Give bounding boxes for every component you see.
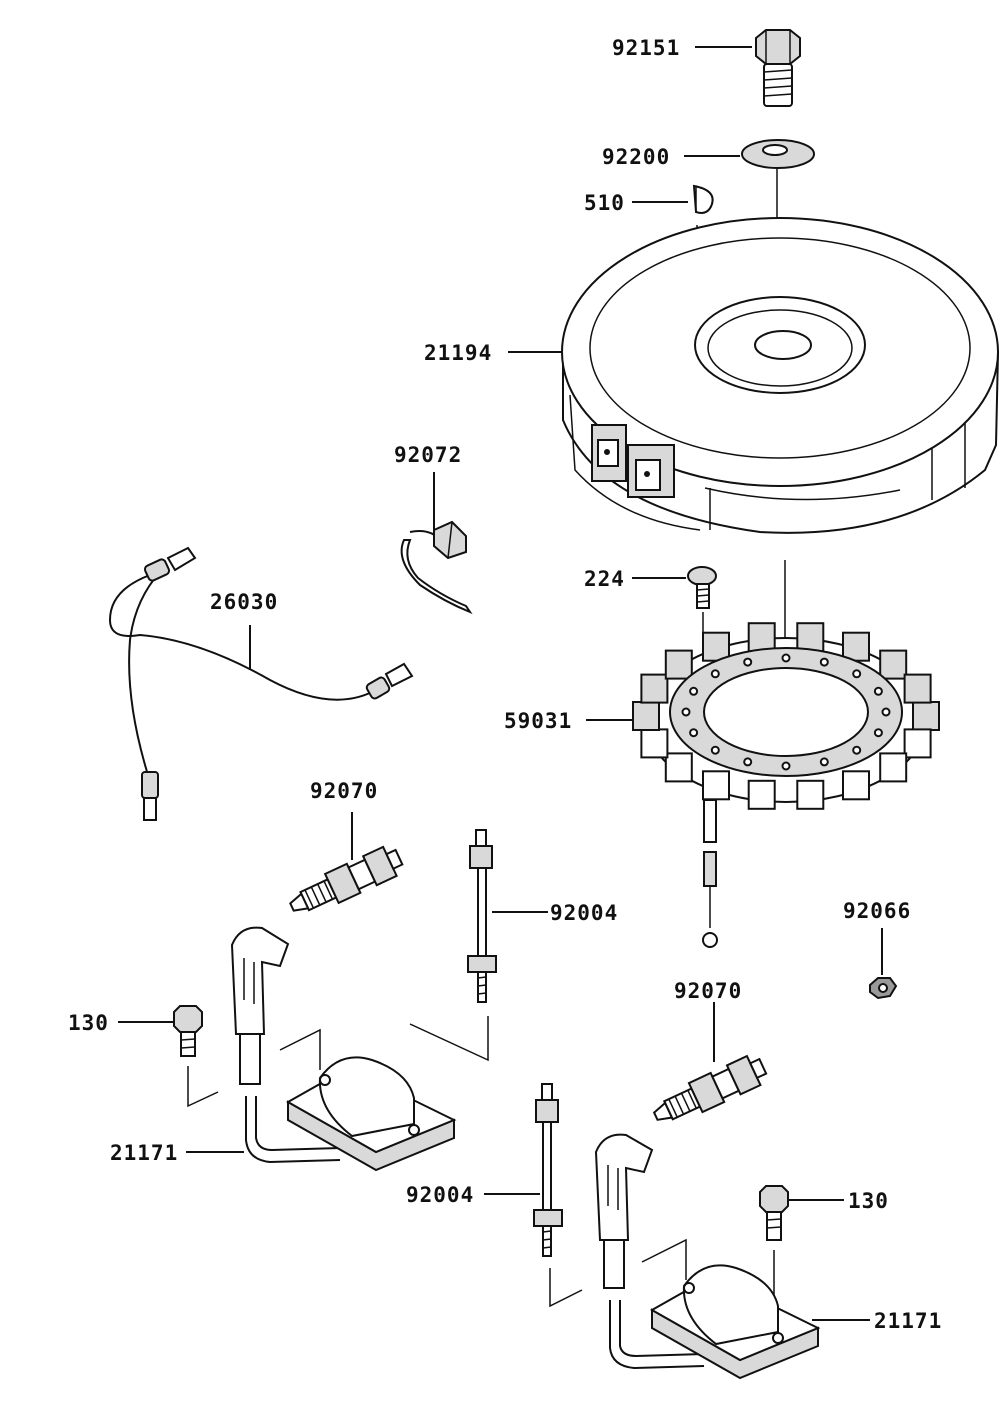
stator-screw	[632, 566, 717, 690]
stator-tooth	[842, 770, 870, 801]
stator-tooth	[664, 649, 693, 680]
flywheel-washer	[684, 139, 815, 169]
part-label-92072: 92072	[394, 443, 462, 467]
stator-hole	[710, 669, 720, 679]
part-label-92004-lower: 92004	[406, 1183, 474, 1207]
flywheel-bolt	[695, 29, 801, 107]
part-label-59031: 59031	[504, 709, 572, 733]
coil-bolt-left	[118, 1005, 219, 1108]
part-label-21171-left: 21171	[110, 1141, 178, 1165]
stator-tooth	[640, 673, 669, 704]
part-label-130-left: 130	[68, 1011, 109, 1035]
part-label-92066: 92066	[843, 899, 911, 923]
stator-hole	[689, 686, 699, 696]
stator-tooth	[664, 752, 693, 783]
stator-tooth	[879, 649, 908, 680]
part-label-510: 510	[584, 191, 625, 215]
stator-hole	[689, 728, 699, 738]
flywheel	[508, 217, 1000, 534]
stator-hole	[743, 757, 753, 767]
stator-tooth	[747, 779, 776, 810]
stator-hole	[881, 707, 891, 717]
stator-hole	[852, 745, 862, 755]
ignition-coil-right	[594, 1133, 870, 1380]
stator-hole	[819, 657, 829, 667]
stator-hole	[781, 761, 791, 771]
stator-hole	[852, 669, 862, 679]
part-label-92070-upper: 92070	[310, 779, 378, 803]
spark-plug-lower	[652, 1002, 768, 1121]
part-label-21194: 21194	[424, 341, 492, 365]
stud-upper	[467, 829, 548, 1003]
ignition-coil-left	[186, 926, 489, 1172]
coil-bolt-right	[759, 1185, 844, 1310]
stator-hole	[873, 686, 883, 696]
stator-tooth	[903, 728, 932, 759]
stator-hole	[710, 745, 720, 755]
spark-plug-upper	[289, 812, 404, 912]
stator-hole	[743, 657, 753, 667]
flywheel-key	[632, 184, 714, 214]
stator-hole	[681, 707, 691, 717]
stator-hole	[819, 757, 829, 767]
part-label-224: 224	[584, 567, 625, 591]
wire-clip	[400, 472, 473, 615]
stator-tooth	[796, 622, 825, 653]
stator	[586, 622, 940, 948]
stator-hole	[873, 728, 883, 738]
part-label-92151: 92151	[612, 36, 680, 60]
stud-lower	[484, 1083, 583, 1308]
part-label-92070-lower: 92070	[674, 979, 742, 1003]
stator-tooth	[912, 701, 940, 731]
stator-tooth	[747, 622, 776, 653]
stator-hole	[781, 653, 791, 663]
part-label-92200: 92200	[602, 145, 670, 169]
stator-tooth	[796, 779, 825, 810]
wire-harness	[108, 546, 414, 821]
stator-tooth	[879, 752, 908, 783]
stator-tooth	[903, 673, 932, 704]
part-label-26030: 26030	[210, 590, 278, 614]
nut	[869, 928, 898, 1000]
part-label-92004-upper: 92004	[550, 901, 618, 925]
stator-tooth	[640, 728, 669, 759]
part-label-130-right: 130	[848, 1189, 889, 1213]
stator-tooth	[632, 701, 660, 731]
part-label-21171-right: 21171	[874, 1309, 942, 1333]
stator-tooth	[702, 770, 730, 801]
